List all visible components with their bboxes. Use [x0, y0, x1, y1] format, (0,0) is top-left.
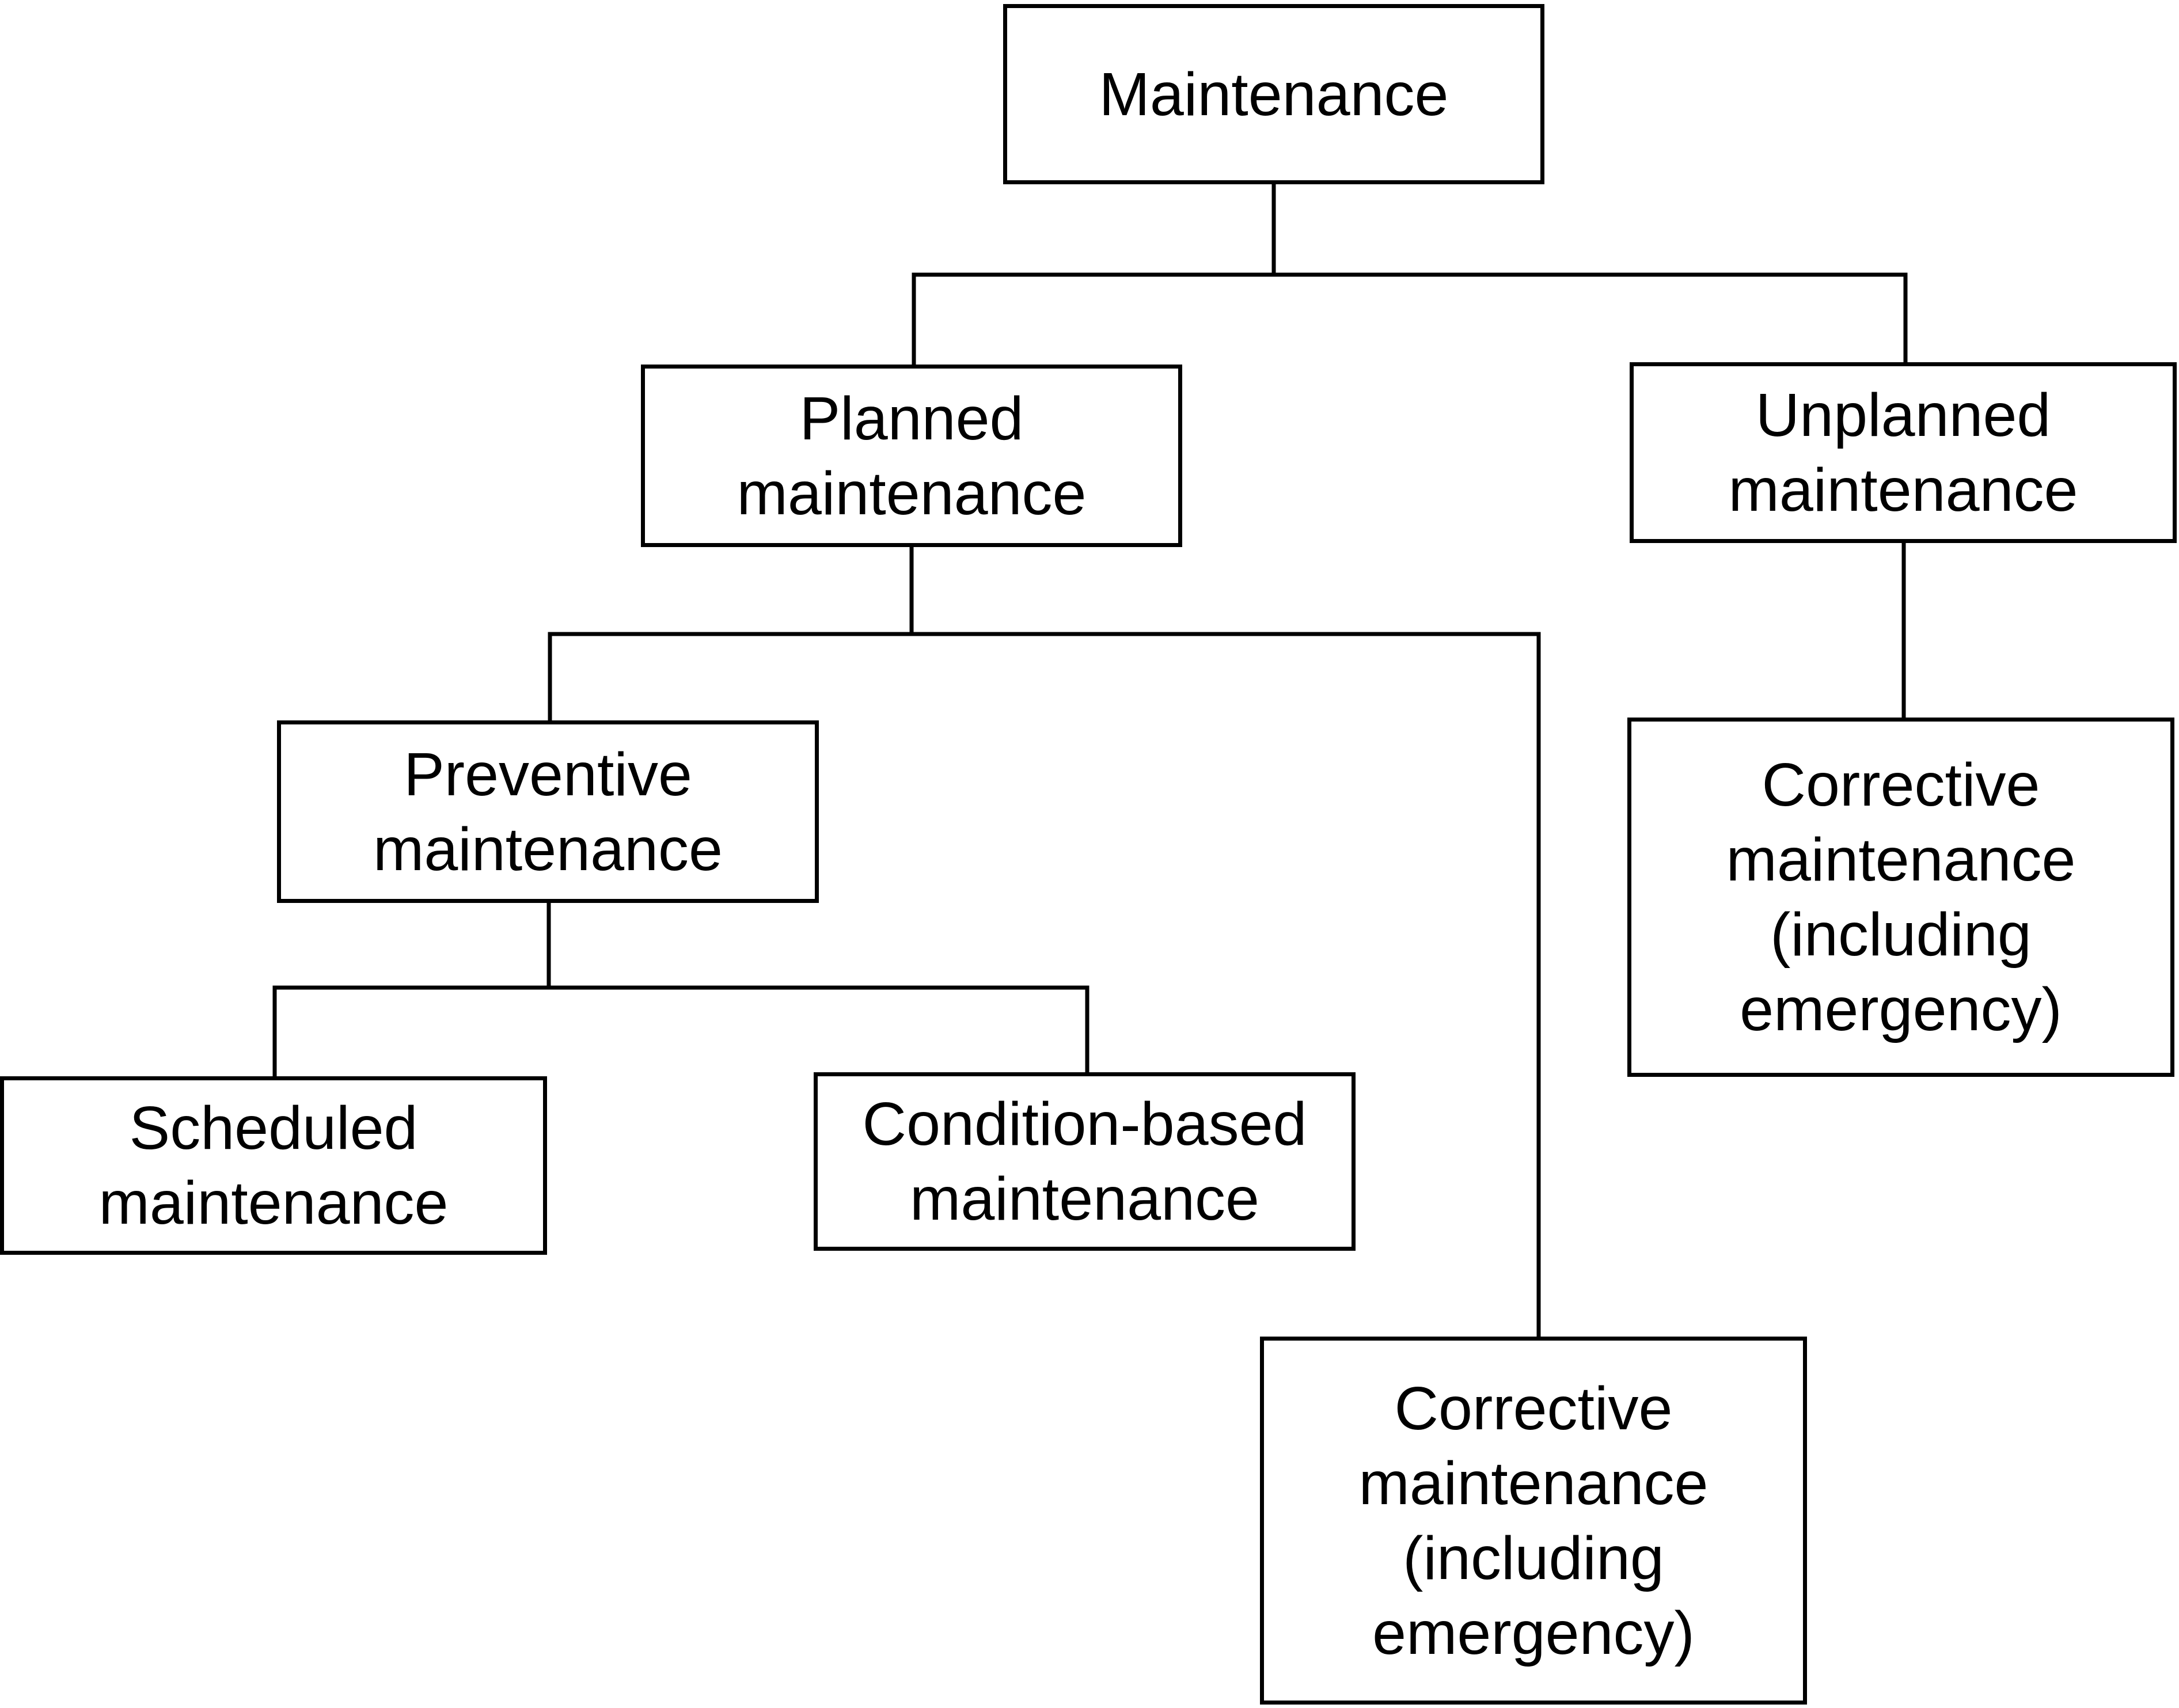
node-preventive-maintenance: Preventive maintenance — [277, 720, 819, 903]
node-condition-based-maintenance: Condition-based maintenance — [814, 1072, 1356, 1251]
node-unplanned-maintenance: Unplanned maintenance — [1630, 362, 2177, 543]
edge-root-to-level1 — [912, 182, 1908, 367]
node-maintenance: Maintenance — [1003, 4, 1544, 184]
node-preventive-maintenance-label: Preventive maintenance — [373, 740, 723, 883]
edge-preventive-to-level3 — [272, 901, 1090, 1079]
node-corrective-maintenance-unplanned: Corrective maintenance (including emerge… — [1627, 718, 2174, 1077]
edge-planned-to-level2 — [548, 545, 1541, 1339]
node-corrective-maintenance-unplanned-label: Corrective maintenance (including emerge… — [1726, 751, 2076, 1043]
node-maintenance-label: Maintenance — [1099, 60, 1449, 128]
node-scheduled-maintenance-label: Scheduled maintenance — [98, 1094, 449, 1237]
node-condition-based-maintenance-label: Condition-based maintenance — [862, 1090, 1307, 1233]
node-corrective-maintenance-planned-label: Corrective maintenance (including emerge… — [1358, 1374, 1709, 1667]
node-planned-maintenance: Planned maintenance — [641, 365, 1182, 547]
node-scheduled-maintenance: Scheduled maintenance — [0, 1076, 547, 1255]
node-planned-maintenance-label: Planned maintenance — [737, 384, 1087, 527]
node-corrective-maintenance-planned: Corrective maintenance (including emerge… — [1260, 1337, 1807, 1705]
node-unplanned-maintenance-label: Unplanned maintenance — [1728, 381, 2078, 524]
